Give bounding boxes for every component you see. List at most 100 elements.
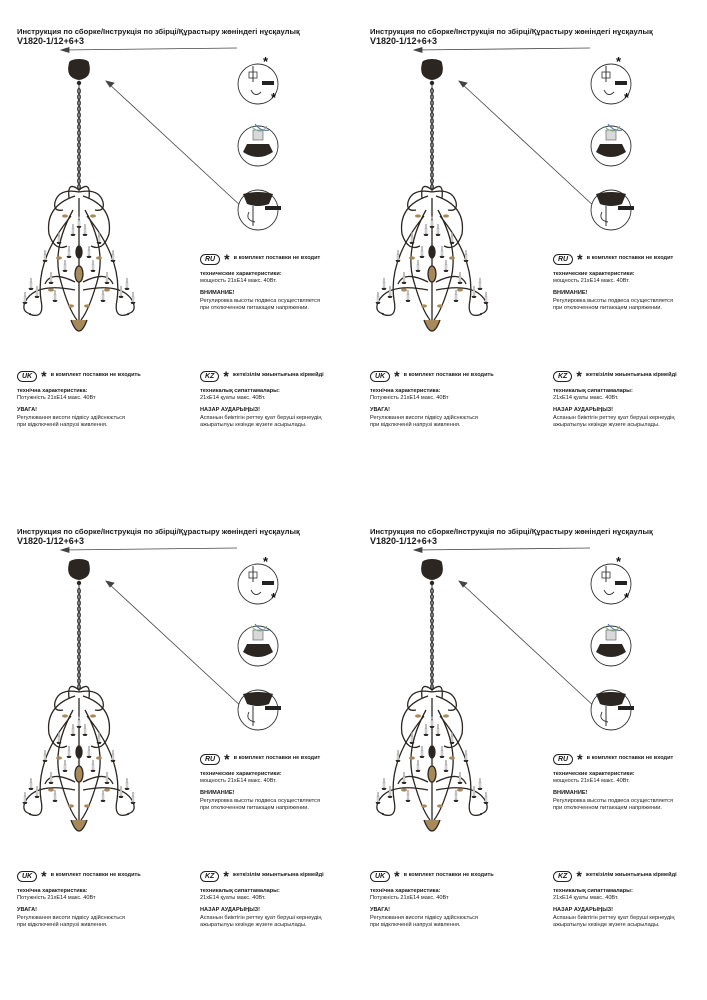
- kz-warning-title: НАЗАР АУДАРЫҢЫЗ!: [200, 907, 261, 914]
- chain-link: [430, 665, 434, 673]
- candle-icon: [449, 231, 455, 244]
- ru-warning-line: Регулировка высоты подвеса осуществляетс…: [553, 297, 673, 304]
- chain-link: [430, 671, 434, 679]
- kz-badge: KZ: [200, 370, 220, 382]
- candle-icon: [381, 277, 387, 290]
- ru-note: в комплект поставки не входит: [233, 755, 321, 762]
- candle-icon: [423, 223, 429, 236]
- candle-icon: [381, 777, 387, 790]
- candle-icon: [118, 785, 124, 798]
- chain-link: [77, 659, 81, 667]
- candle-icon: [82, 223, 88, 236]
- chain-link: [430, 117, 434, 125]
- chain-link: [430, 93, 434, 101]
- pointer-arrow-icon: [412, 46, 597, 209]
- candle-icon: [22, 791, 28, 804]
- chain-link: [77, 617, 81, 625]
- chain-link: [430, 135, 434, 143]
- candle-icon: [22, 291, 28, 304]
- candle-icon: [449, 731, 455, 744]
- candle-icon: [96, 231, 102, 244]
- candle-icon: [463, 749, 469, 762]
- ru-spec-value: мощность 21xE14 макс. 40Вт.: [200, 778, 277, 785]
- chain-link: [430, 617, 434, 625]
- candle-icon: [86, 245, 92, 258]
- candle-icon: [42, 749, 48, 762]
- candle-icon: [453, 289, 459, 302]
- chandelier-icon: [22, 685, 136, 832]
- uk-spec-title: технічна характеристика:: [17, 888, 88, 894]
- kz-warning-line: ажыратылуы кезінде жүзеге асырылады.: [553, 421, 660, 428]
- candle-icon: [477, 777, 483, 790]
- chandelier-icon: [375, 185, 489, 332]
- uk-warning-title: УВАГА!: [370, 907, 391, 914]
- candle-icon: [453, 789, 459, 802]
- svg-text:*: *: [263, 554, 269, 569]
- chain-link: [77, 587, 81, 595]
- asterisk-icon: *: [224, 251, 230, 267]
- kz-spec-title: техникалық сипаттамалары:: [200, 888, 280, 894]
- ru-spec-value: мощность 21xE14 макс. 40Вт.: [553, 278, 630, 285]
- candle-icon: [419, 745, 425, 758]
- sheet-title: Инструкция по сборке/Інструкція по збірц…: [370, 27, 653, 36]
- chain-link: [77, 665, 81, 673]
- chain-link: [430, 105, 434, 113]
- uk-badge: UK: [17, 370, 38, 382]
- candle-icon: [419, 245, 425, 258]
- candle-icon: [76, 215, 82, 228]
- ru-warning-line: при отключенном питающем напряжении.: [553, 804, 662, 811]
- uk-note: в комплект поставки не входить: [50, 872, 141, 879]
- chain-link: [77, 629, 81, 637]
- chain-link: [77, 129, 81, 137]
- kz-warning-line: ажыратылуы кезінде жүзеге асырылады.: [200, 421, 307, 428]
- model-number: V1820-1/12+6+3: [370, 536, 438, 546]
- ru-warning-line: Регулировка высоты подвеса осуществляетс…: [200, 797, 320, 804]
- assembly-illustration: * *: [375, 546, 634, 832]
- ru-note: в комплект поставки не входит: [586, 255, 674, 262]
- uk-section: UK * в комплект поставки не входить техн…: [370, 368, 494, 429]
- candle-icon: [52, 289, 58, 302]
- ru-spec-title: технические характеристики:: [200, 771, 282, 777]
- chain-link: [77, 93, 81, 101]
- asterisk-icon: *: [394, 368, 400, 384]
- chain-link: [430, 623, 434, 631]
- model-number: V1820-1/12+6+3: [17, 536, 85, 546]
- candle-icon: [90, 759, 96, 772]
- candle-icon: [52, 789, 58, 802]
- candle-icon: [34, 785, 40, 798]
- canopy-adjust-icon: [590, 689, 634, 731]
- uk-warning-line: при відключеній напрузі живлення.: [370, 921, 461, 928]
- uk-spec-title: технічна характеристика:: [17, 388, 88, 394]
- chain-link: [77, 117, 81, 125]
- candle-icon: [423, 723, 429, 736]
- ru-warning-title: ВНИМАНИЕ!: [553, 290, 588, 297]
- candle-icon: [100, 789, 106, 802]
- uk-warning-title: УВАГА!: [17, 407, 38, 414]
- ru-badge: RU: [553, 253, 574, 265]
- uk-warning-line: Регулювання висоти підвісу здійснюється: [17, 914, 125, 921]
- kz-badge: KZ: [553, 370, 573, 382]
- candle-icon: [443, 259, 449, 272]
- asterisk-icon: *: [394, 868, 400, 884]
- kz-spec-title: техникалық сипаттамалары:: [553, 888, 633, 894]
- candle-icon: [387, 785, 393, 798]
- chain-link: [77, 159, 81, 167]
- candle-icon: [96, 731, 102, 744]
- candle-icon: [457, 771, 463, 784]
- candle-icon: [375, 791, 381, 804]
- uk-section: UK * в комплект поставки не входить техн…: [17, 869, 141, 929]
- candle-icon: [409, 231, 415, 244]
- asterisk-icon: *: [577, 251, 583, 267]
- chain-link: [430, 159, 434, 167]
- chain-icon: [77, 85, 81, 192]
- uk-warning-line: при відключеній напрузі живлення.: [17, 421, 108, 428]
- candle-icon: [62, 259, 68, 272]
- chain-link: [430, 587, 434, 595]
- chain-link: [430, 605, 434, 613]
- kz-warning-title: НАЗАР АУДАРЫҢЫЗ!: [553, 407, 614, 414]
- candle-icon: [56, 231, 62, 244]
- kz-warning-line: Аспанын биіктігін реттеу қуат беруші кер…: [200, 414, 322, 421]
- candle-icon: [82, 723, 88, 736]
- candle-icon: [429, 715, 435, 728]
- chain-link: [77, 105, 81, 113]
